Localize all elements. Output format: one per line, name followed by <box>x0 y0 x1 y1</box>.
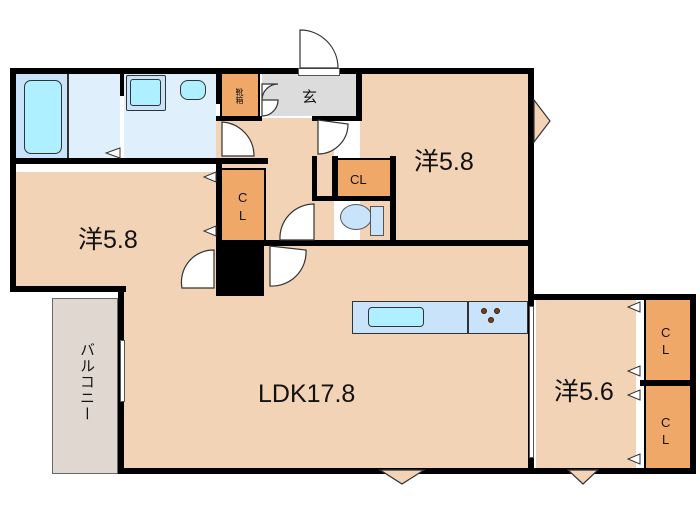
room-western-bottom-right <box>536 300 636 468</box>
wall-left-room-bottom <box>10 286 126 292</box>
closet-br-lower[interactable] <box>644 384 692 470</box>
counter-divider <box>467 301 469 334</box>
ldk-window-left <box>120 340 125 402</box>
closet-hall-cl[interactable] <box>336 158 392 198</box>
closet-left-l: L <box>239 208 247 223</box>
balcony-label: バルコニー <box>78 342 95 422</box>
wall-closet-block <box>216 240 264 296</box>
washbasin-inner <box>130 79 161 106</box>
wall-closet-divider <box>640 380 694 386</box>
wall-bath-mid <box>120 68 124 96</box>
entrance-area <box>262 74 356 116</box>
room-ldk-label: LDK17.8 <box>258 380 356 408</box>
stove-burner-icon <box>481 308 500 323</box>
laundry-icon <box>180 80 206 100</box>
closet-br-lower-l: L <box>662 432 670 447</box>
wall-top-left <box>10 68 362 74</box>
shoe-box-label: 靴箱 <box>235 88 244 104</box>
wall-br-top <box>528 294 696 300</box>
wall-top-right <box>356 68 534 74</box>
closet-left-c: C <box>238 190 248 205</box>
closet-br-upper-c: C <box>661 325 671 340</box>
closet-br-upper-l: L <box>662 342 670 357</box>
wall-left-room-right <box>216 158 222 248</box>
room-western-bottom-right-label: 洋5.6 <box>554 378 614 406</box>
wall-toilet-top <box>312 196 394 201</box>
room-western-top-right-label: 洋5.8 <box>414 148 474 176</box>
bathtub-icon <box>24 80 62 154</box>
closet-left-room[interactable] <box>220 168 266 242</box>
bath-divider <box>67 74 69 158</box>
wall-bath-bottom <box>10 158 268 164</box>
wall-shoebox-bottom <box>216 116 262 121</box>
closet-br-upper[interactable] <box>644 298 692 382</box>
room-western-top-right <box>360 74 528 240</box>
shoe-box-closet[interactable] <box>220 72 260 118</box>
toilet-tank-icon <box>370 206 384 236</box>
washroom <box>68 74 120 158</box>
wall-sanitary-right <box>216 68 222 104</box>
wall-ldk-top <box>264 240 534 246</box>
wall-left <box>10 68 16 292</box>
wall-entrance-right <box>356 68 362 120</box>
entrance-label: 玄 <box>302 89 318 106</box>
closet-br-lower-c: C <box>661 415 671 430</box>
closet-hall-cl-label: CL <box>350 172 367 187</box>
ldk-br-sliding-door[interactable] <box>529 306 534 458</box>
wall-toilet-right <box>390 156 396 246</box>
wall-entrance-bottom <box>312 116 362 121</box>
wall-toilet-left <box>312 156 317 200</box>
wall-right-upper <box>528 68 534 244</box>
balcony <box>52 298 118 474</box>
room-western-left-label: 洋5.8 <box>78 226 138 254</box>
wall-closet-cl-left <box>332 156 338 200</box>
kitchen-sink-icon <box>368 307 424 327</box>
